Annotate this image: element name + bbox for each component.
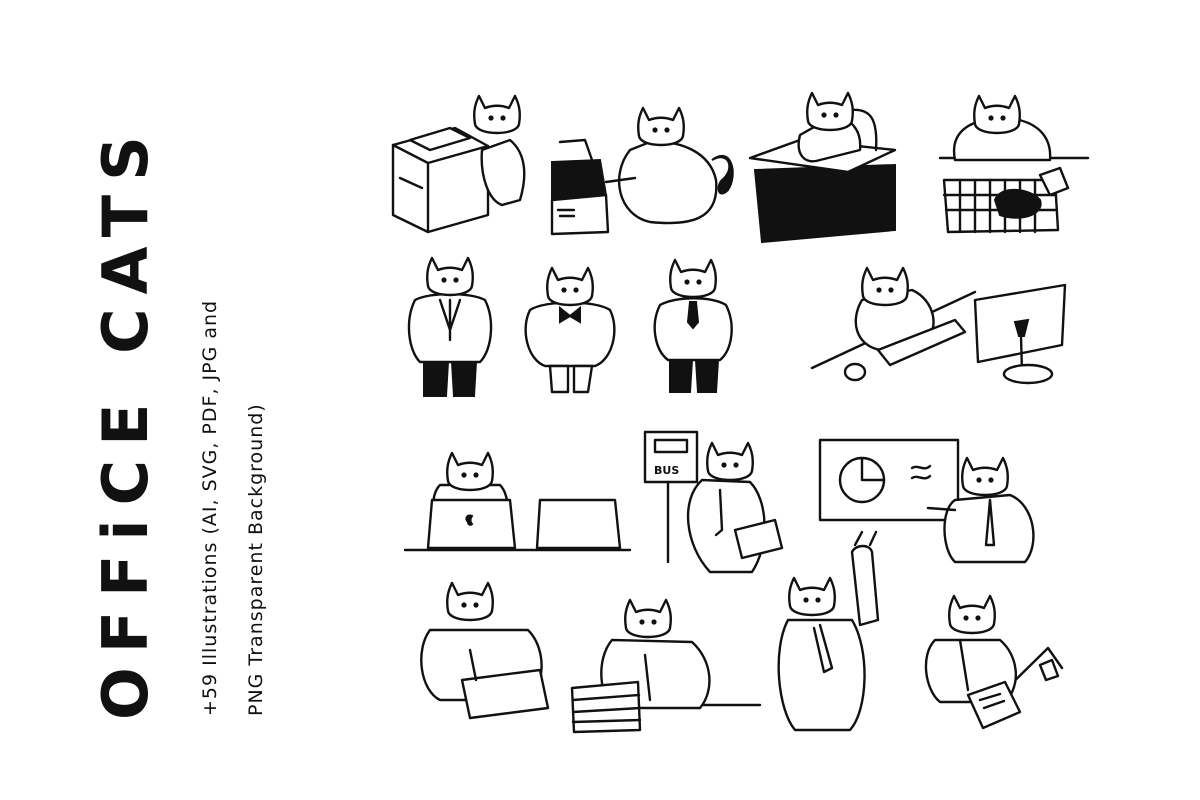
- cat-in-tuxedo: [524, 266, 616, 394]
- cat-with-books: [570, 598, 762, 734]
- cat-on-phone: [924, 594, 1064, 730]
- cat-at-scanner: [748, 91, 897, 244]
- cat-on-train: [777, 530, 880, 732]
- bus-sign-text: BUS: [654, 464, 679, 477]
- cat-presenting-chart: [818, 438, 1035, 564]
- cat-carrying-box: [420, 581, 550, 720]
- cat-at-printer: [550, 106, 734, 236]
- cat-with-laptop: [403, 451, 632, 552]
- cat-at-copier: [391, 94, 526, 234]
- cat-at-bus-stop: BUS: [643, 430, 784, 574]
- cat-spilling-coffee: [938, 94, 1090, 234]
- cat-at-computer: [810, 266, 1067, 385]
- cat-in-suit: [407, 256, 493, 397]
- cat-in-vest-suit: [653, 258, 733, 393]
